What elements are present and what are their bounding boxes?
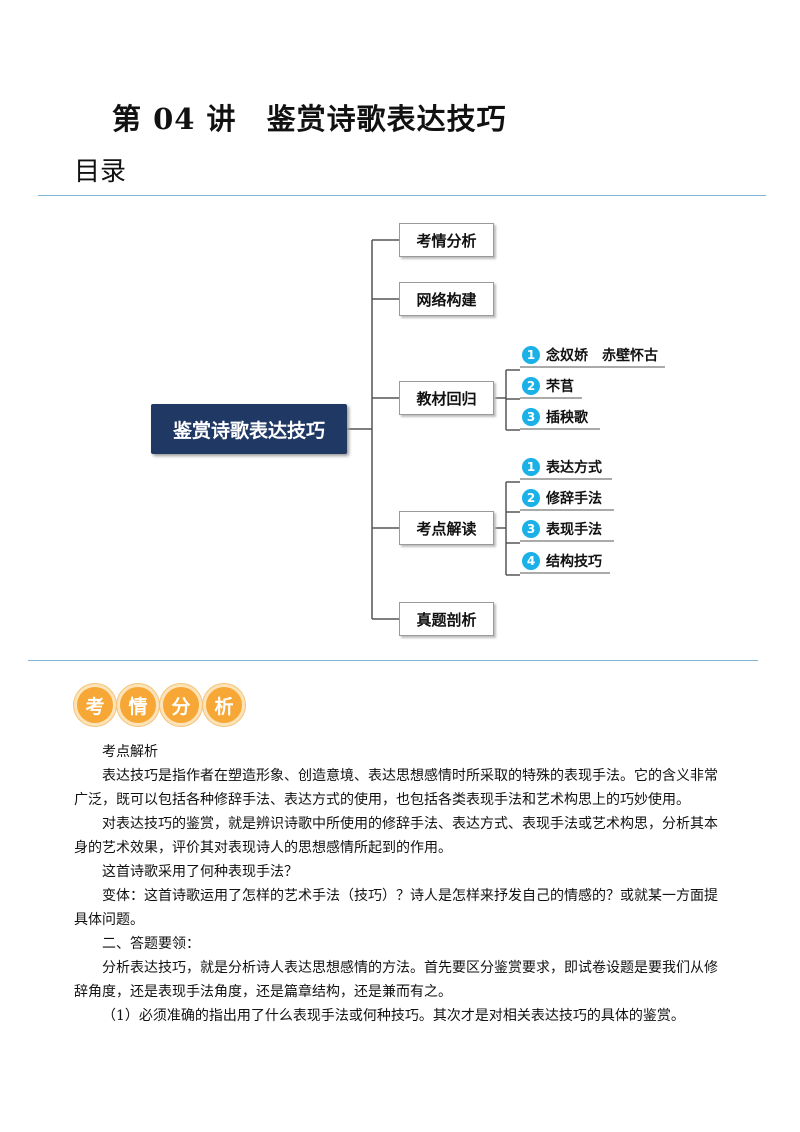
lecture-number: 第 04 讲 xyxy=(112,102,237,136)
number-badge: 1 xyxy=(522,458,540,476)
paragraph: 考点解析 xyxy=(102,744,158,760)
mindmap-connectors xyxy=(347,239,665,620)
section-badge: 考 情 分 析 xyxy=(74,684,246,726)
branch-zhenti: 真题剖析 xyxy=(399,602,494,636)
number-badge: 3 xyxy=(522,520,540,538)
badge-char: 考 xyxy=(74,684,116,726)
number-badge: 2 xyxy=(522,377,540,395)
number-badge: 1 xyxy=(522,346,540,364)
branch-kaoqing: 考情分析 xyxy=(399,223,494,257)
number-badge: 2 xyxy=(522,489,540,507)
paragraph: 这首诗歌采用了何种表现手法？ xyxy=(102,864,298,880)
number-badge: 4 xyxy=(522,552,540,570)
page-title: 第 04 讲鉴赏诗歌表达技巧 xyxy=(112,96,507,138)
paragraph: 二、答题要领： xyxy=(102,936,200,952)
badge-char: 情 xyxy=(117,684,159,726)
number-badge: 3 xyxy=(522,408,540,426)
lecture-topic: 鉴赏诗歌表达技巧 xyxy=(266,102,507,136)
toc-heading: 目录 xyxy=(74,157,127,187)
body-text: 考点解析 表达技巧是指作者在塑造形象、创造意境、表达思想感情时所采取的特殊的表现… xyxy=(74,740,726,1028)
paragraph: 表达技巧是指作者在塑造形象、创造意境、表达思想感情时所采取的特殊的表现手法。它的… xyxy=(74,768,718,808)
branch-jiaocai: 教材回归 xyxy=(399,381,494,415)
mindmap-root: 鉴赏诗歌表达技巧 xyxy=(151,404,347,454)
paragraph: （1）必须准确的指出用了什么表现手法或何种技巧。其次才是对相关表达技巧的具体的鉴… xyxy=(102,1008,685,1024)
mid-divider xyxy=(28,660,758,661)
badge-char: 分 xyxy=(160,684,202,726)
paragraph: 分析表达技巧，就是分析诗人表达思想感情的方法。首先要区分鉴赏要求，即试卷设题是要… xyxy=(74,960,718,1000)
badge-char: 析 xyxy=(203,684,245,726)
paragraph: 对表达技巧的鉴赏，就是辨识诗歌中所使用的修辞手法、表达方式、表现手法或艺术构思，… xyxy=(74,816,718,856)
top-divider xyxy=(38,195,766,196)
paragraph: 变体：这首诗歌运用了怎样的艺术手法（技巧）？诗人是怎样来抒发自己的情感的？或就某… xyxy=(74,888,718,928)
branch-kaodian: 考点解读 xyxy=(399,511,494,545)
branch-wangluo: 网络构建 xyxy=(399,282,494,316)
